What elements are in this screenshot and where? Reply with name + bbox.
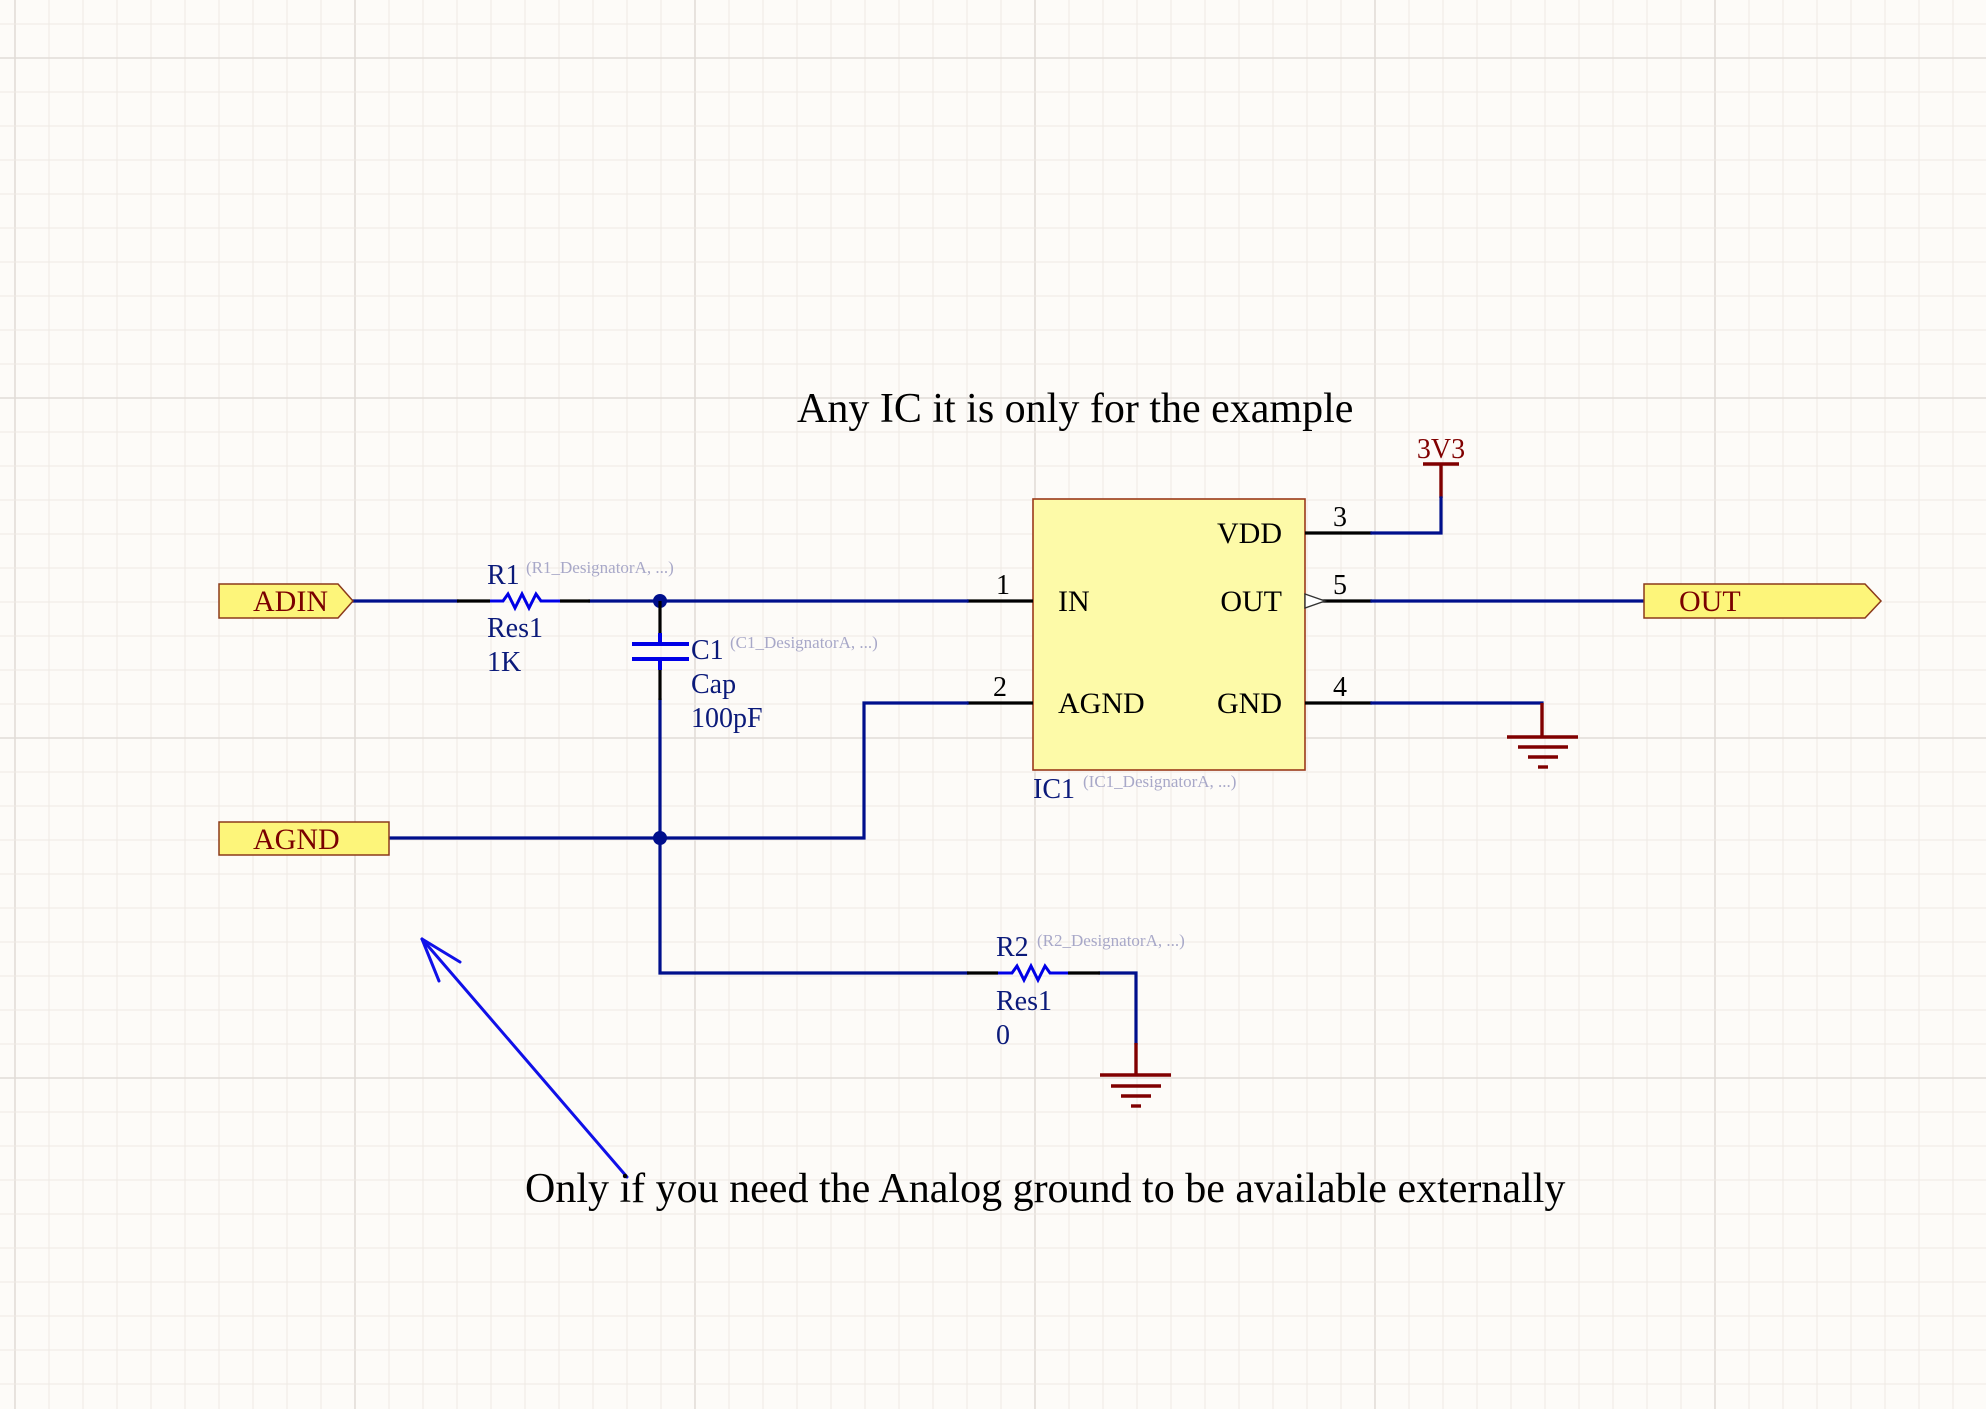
- r1-designator[interactable]: R1: [487, 560, 520, 591]
- output-pin-arrow-icon: [1304, 593, 1328, 609]
- wire-agnd-net[interactable]: [339, 701, 969, 840]
- note-bottom[interactable]: Only if you need the Analog ground to be…: [525, 1166, 1565, 1212]
- ic1-pin-3-number: 3: [1333, 502, 1347, 533]
- port-agnd[interactable]: AGND: [218, 821, 390, 856]
- ic1-pin-4-name: GND: [1217, 687, 1282, 720]
- ic1-pin-1-name: IN: [1058, 585, 1090, 618]
- r1-component[interactable]: R1 (R1_DesignatorA, ...) Res1 1K: [457, 558, 674, 678]
- port-out-label: OUT: [1679, 585, 1741, 618]
- r1-value[interactable]: 1K: [487, 647, 521, 678]
- r2-annotation: (R2_DesignatorA, ...): [1037, 931, 1185, 950]
- wire-c1-r2[interactable]: [658, 698, 969, 975]
- r2-value[interactable]: 0: [996, 1020, 1010, 1051]
- ic1-pin-2-number: 2: [993, 672, 1007, 703]
- port-adin[interactable]: ADIN: [218, 583, 355, 619]
- power-port-label: 3V3: [1417, 434, 1465, 465]
- r1-annotation: (R1_DesignatorA, ...): [526, 558, 674, 577]
- wire-vdd-3v3[interactable]: [1370, 496, 1443, 535]
- note-top[interactable]: Any IC it is only for the example: [797, 386, 1353, 432]
- r2-comment: Res1: [996, 986, 1052, 1017]
- r2-designator[interactable]: R2: [996, 932, 1029, 963]
- c1-annotation: (C1_DesignatorA, ...): [730, 633, 878, 652]
- c1-comment: Cap: [691, 669, 736, 700]
- ic1-pin-4-number: 4: [1333, 672, 1347, 703]
- ic1-pin-5-name: OUT: [1220, 585, 1282, 618]
- ic1-designator[interactable]: IC1: [1033, 774, 1075, 805]
- port-adin-label: ADIN: [253, 585, 328, 618]
- ground-symbol-r2[interactable]: [1100, 1043, 1171, 1108]
- ic1-pin-1-number: 1: [996, 570, 1010, 601]
- arrow-line: [420, 937, 629, 1179]
- r2-component[interactable]: R2 (R2_DesignatorA, ...) Res1 0: [967, 931, 1185, 1051]
- port-out[interactable]: OUT: [1643, 583, 1883, 619]
- ic1-body[interactable]: [1032, 498, 1306, 771]
- port-shape-icon: [218, 821, 390, 856]
- junction-dot: [653, 831, 667, 845]
- wire-r2-gnd[interactable]: [1098, 971, 1138, 1045]
- ic1-pin-2-name: AGND: [1058, 687, 1145, 720]
- port-shape-icon: [1643, 583, 1883, 619]
- ic1-pin-3-name: VDD: [1217, 517, 1282, 550]
- ic1-pin-5-number: 5: [1333, 570, 1347, 601]
- port-shape-icon: [218, 583, 355, 619]
- arrow-annotation[interactable]: [420, 937, 629, 1179]
- arrow-head-icon: [420, 937, 462, 964]
- power-port-3v3[interactable]: 3V3: [1417, 434, 1465, 498]
- ground-symbol-ic[interactable]: [1507, 703, 1578, 769]
- resistor-symbol-icon: [490, 590, 560, 612]
- wires: [339, 496, 1646, 1045]
- arrow-head-icon: [420, 937, 441, 983]
- port-agnd-label: AGND: [253, 823, 340, 856]
- r1-comment: Res1: [487, 613, 543, 644]
- ic1-component[interactable]: 1 2 IN AGND 3 5 4 VDD OUT GND IC1 (IC1_D…: [967, 498, 1372, 805]
- ic1-annotation: (IC1_DesignatorA, ...): [1083, 772, 1236, 791]
- resistor-symbol-icon: [998, 962, 1068, 984]
- c1-component[interactable]: C1 (C1_DesignatorA, ...) Cap 100pF: [632, 601, 878, 734]
- c1-value[interactable]: 100pF: [691, 703, 763, 734]
- c1-designator[interactable]: C1: [691, 635, 724, 666]
